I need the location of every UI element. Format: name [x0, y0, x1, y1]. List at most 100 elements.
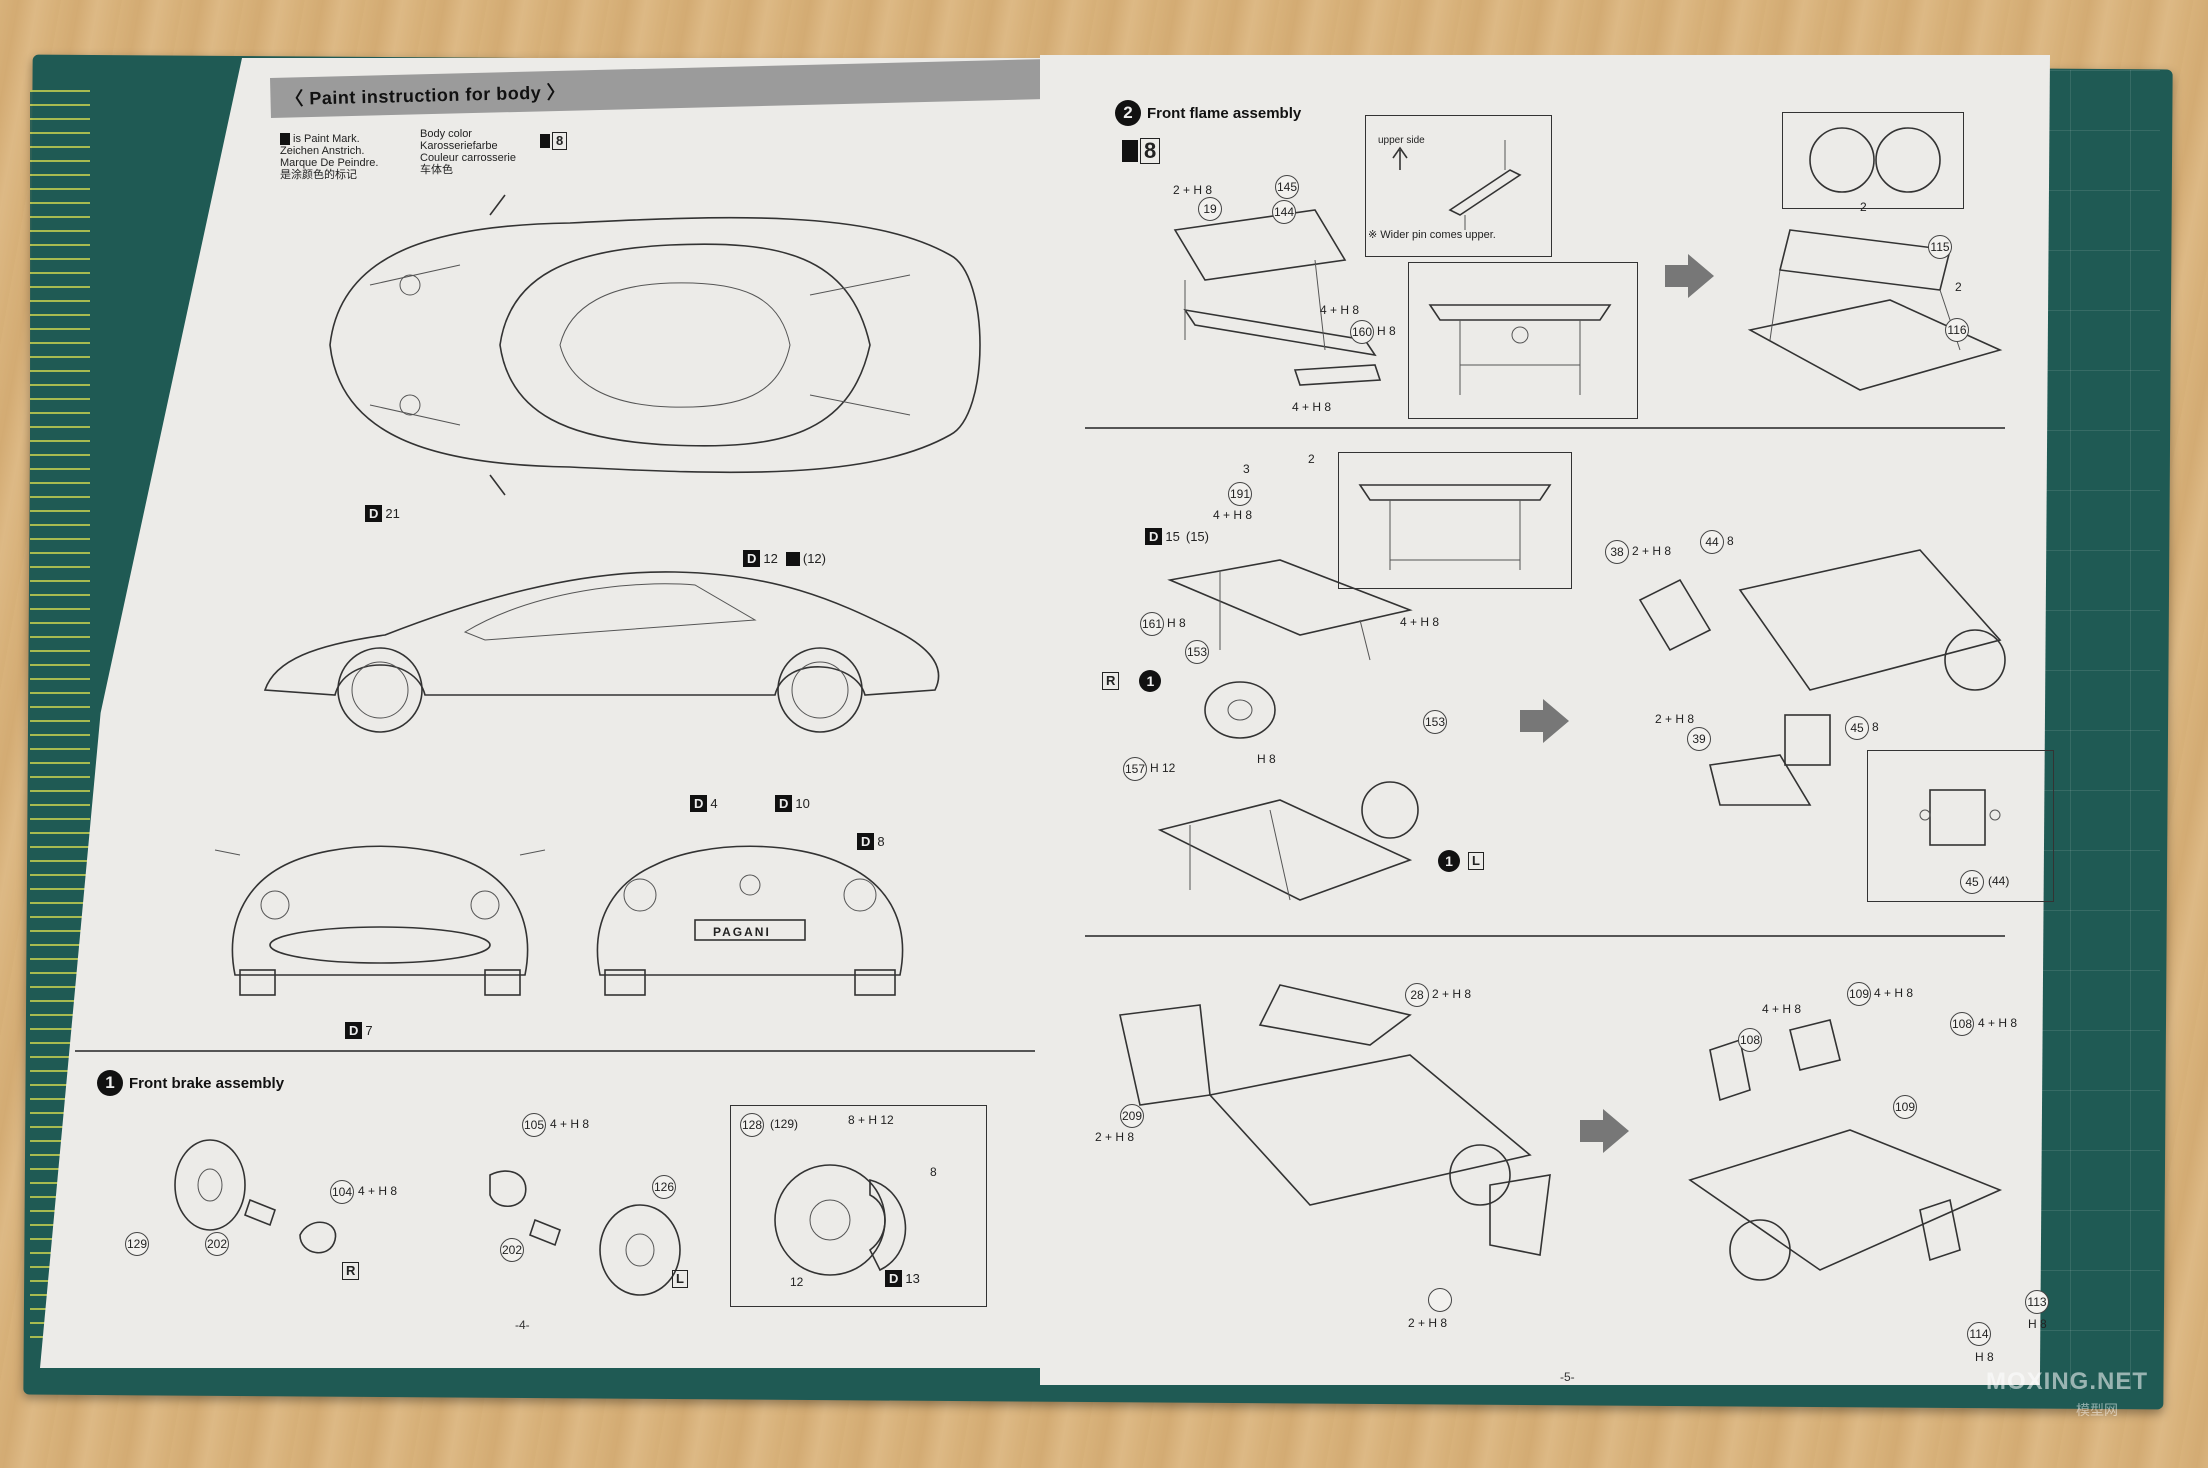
paint-bottom-frame: 4 + H 8 [1292, 400, 1332, 414]
frame-detail-drawing-2 [1358, 484, 1552, 570]
car-front-view-drawing [214, 845, 546, 996]
h-paint-badge: 8 [1122, 138, 1161, 164]
paint-mark-icon [280, 133, 290, 146]
front-frame-drawing-2 [1167, 559, 1413, 661]
paint-fan: 2 [1860, 200, 1867, 214]
paint-strut: H 8 [1257, 752, 1276, 766]
part-115: 115 [1928, 235, 1952, 259]
part-108b: 108 [1950, 1012, 1974, 1036]
part-44: 44 [1700, 530, 1724, 554]
paint-105: 4 + H 8 [550, 1117, 590, 1131]
paint-3: 3 [1243, 462, 1250, 476]
hub-drawing [1204, 681, 1276, 739]
side-left-badge: L [670, 1270, 688, 1288]
paint-mark-icon [1122, 140, 1138, 162]
side-right-badge: R [340, 1262, 360, 1280]
part-39: 39 [1687, 727, 1711, 751]
paint-208: 2 + H 8 [1095, 1130, 1135, 1144]
watermark-sub: 模型网 [2076, 1402, 2118, 1418]
car-side-view-drawing [263, 571, 940, 733]
paint-39: 2 + H 8 [1655, 712, 1695, 726]
chassis-drawing-1 [1157, 781, 1419, 901]
part-161: 161 [1140, 612, 1164, 636]
paint-108-left: 4 + H 8 [1762, 1002, 1802, 1016]
part-128: 128 [740, 1113, 764, 1137]
paint-mark-icon [540, 134, 550, 148]
chassis-drawing-4 [1688, 1019, 2003, 1281]
paint-28: 2 + H 8 [1432, 987, 1472, 1001]
step1-title: 1 Front brake assembly [97, 1070, 284, 1096]
paint-109: 4 + H 8 [1874, 986, 1914, 1000]
page-number-right: -5- [1560, 1370, 1575, 1384]
upper-side-label: upper side [1378, 135, 1425, 146]
frame-detail-drawing [1428, 304, 1612, 395]
pin-callout [1365, 115, 1552, 257]
brake-parts-drawing [174, 1139, 681, 1296]
car-top-view-drawing [329, 194, 981, 496]
instruction-page-left [40, 58, 1050, 1368]
paint-2: 2 [1308, 452, 1315, 466]
body-color-legend: Body color Karosseriefarbe Couleur carro… [420, 128, 516, 176]
section-divider [75, 1050, 1035, 1052]
paint-113: H 8 [2028, 1317, 2047, 1331]
brake-disc-drawing [774, 1164, 907, 1276]
part-153: 153 [1185, 640, 1209, 664]
hatch-icon [785, 551, 800, 566]
part-208: 209 [1120, 1104, 1144, 1128]
part-28: 28 [1405, 983, 1429, 1007]
paint-45: 8 [1872, 720, 1879, 734]
part-126: 126 [652, 1175, 676, 1199]
paint-161: H 8 [1167, 616, 1186, 630]
frame-detail-callout [1408, 262, 1638, 419]
part-38: 38 [1605, 540, 1629, 564]
part-157: 157 [1123, 757, 1147, 781]
part-145: 145 [1275, 175, 1299, 199]
paint-frame-mid: 4 + H 8 [1400, 615, 1440, 629]
brake-disc-callout [730, 1105, 987, 1307]
step-arrow-3 [1603, 1109, 1629, 1153]
front-frame-drawing-1 [1173, 209, 1382, 386]
fan-drawing [1809, 127, 1941, 193]
watermark: MOXING.NET [1985, 1368, 2148, 1395]
part-129-ref: (129) [770, 1117, 799, 1131]
part-113: 113 [2025, 1290, 2049, 1314]
part-104: 104 [330, 1180, 354, 1204]
paint-128: 8 + H 12 [848, 1113, 894, 1127]
step2-title: 2 Front flame assembly [1115, 100, 1301, 126]
paint-4-8: 4 + H 8 [1320, 303, 1360, 317]
step-arrow-1-stem [1665, 265, 1689, 287]
pagani-badge-text: PAGANI [713, 925, 771, 939]
part-109: 109 [1847, 982, 1871, 1006]
part-191: 191 [1228, 482, 1252, 506]
chassis-drawing-3 [1119, 984, 1551, 1256]
intake-duct-drawing [1709, 714, 1831, 806]
step-arrow-3-stem [1580, 1120, 1604, 1142]
assembly-drawing-2 [1638, 549, 2006, 691]
paint-157: H 12 [1150, 761, 1176, 775]
radiator-assembly-drawing [1747, 229, 2003, 391]
part-19: 19 [1198, 197, 1222, 221]
part-202b: 202 [500, 1238, 524, 1262]
step2-divider-1 [1085, 427, 2005, 429]
paint-mark-legend: is Paint Mark. Zeichen Anstrich. Marque … [280, 133, 379, 182]
part-108: 108 [1738, 1028, 1762, 1052]
duct-callout [1867, 750, 2054, 902]
part-44-ref: (44) [1988, 874, 2010, 888]
fan-callout [1782, 112, 1964, 209]
part-45: 45 [1845, 716, 1869, 740]
body-color-badge: 8 [540, 132, 568, 150]
part-116: 116 [1945, 318, 1969, 342]
paint-44: 8 [1727, 534, 1734, 548]
part-160: 160 [1350, 320, 1374, 344]
paint-38: 2 + H 8 [1632, 544, 1672, 558]
part-109b: 109 [1893, 1095, 1917, 1119]
step2-divider-2 [1085, 935, 2005, 937]
paint-160: H 8 [1377, 324, 1396, 338]
part-129: 129 [125, 1232, 149, 1256]
frame-detail-callout-2 [1338, 452, 1572, 589]
